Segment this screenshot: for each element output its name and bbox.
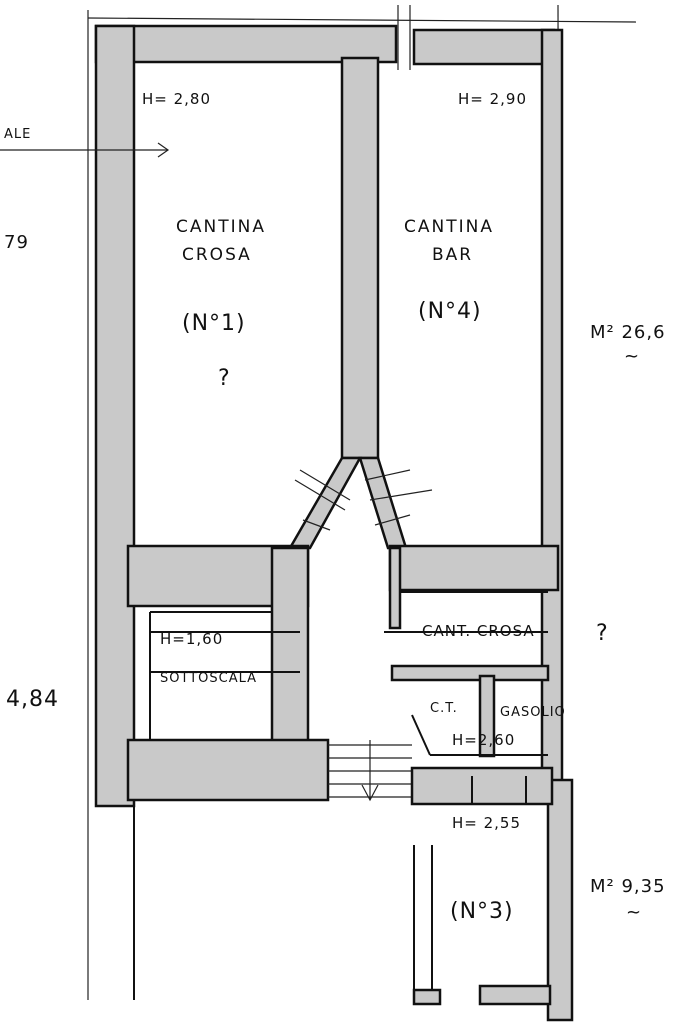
room4-name-line1: CANTINA [404, 217, 494, 237]
room3-wall-bottom [478, 984, 552, 1006]
wall-top-left [94, 24, 398, 64]
outer-guide-line-top [87, 17, 637, 23]
room3-area: M² 9,35 [590, 876, 666, 897]
wall-left-outer [94, 24, 136, 808]
reference-arrow-head [157, 142, 170, 158]
hatch-5 [369, 489, 433, 501]
room1-name-line1: CANTINA [176, 217, 266, 237]
wall-corridor-right [388, 546, 402, 630]
cant-crosa-label: CANT. CROSA [422, 622, 535, 640]
hatch-2 [299, 469, 351, 501]
hatch-6 [374, 514, 411, 526]
wall-right-lower [546, 778, 574, 1022]
stairs [328, 740, 412, 802]
room1-number: (N°1) [182, 311, 246, 336]
room4-height: H= 2,90 [458, 90, 527, 108]
left-dimension: 4,84 [6, 687, 59, 712]
wall-angled-left [287, 456, 363, 550]
room4-area-approx: ~ [624, 346, 640, 367]
room1-question: ? [218, 366, 231, 391]
room3-wall-foot [412, 988, 442, 1006]
ct-label: C.T. [430, 701, 458, 716]
hatch-3 [302, 519, 331, 531]
sottoscala-label: SOTTOSCALA [160, 671, 257, 686]
room3-number: (N°3) [450, 899, 514, 924]
room4-name-line2: BAR [432, 245, 473, 265]
wall-corridor-left [270, 546, 310, 750]
hatch-1 [294, 479, 346, 511]
ct-door-line [411, 714, 431, 756]
cant-crosa-question: ? [596, 621, 609, 646]
wall-bottom-left [126, 738, 330, 802]
hatch-4 [364, 469, 411, 481]
room1-height: H= 2,80 [142, 90, 211, 108]
ct-height: H=2,60 [452, 731, 515, 749]
left-partial-dimension: 79 [4, 232, 29, 253]
room1-name-line2: CROSA [182, 245, 252, 265]
gasolio-label: GASOLIO [500, 705, 566, 720]
room3-area-approx: ~ [626, 902, 642, 923]
wall-above-room3 [410, 766, 554, 806]
wall-top-right [412, 28, 556, 66]
room4-number: (N°4) [418, 299, 482, 324]
room3-height: H= 2,55 [452, 814, 521, 832]
room4-area: M² 26,6 [590, 322, 666, 343]
sottoscala-height: H=1,60 [160, 630, 223, 648]
wall-under-room4 [388, 544, 560, 592]
wall-angled-right [358, 456, 408, 550]
arrow-label: ALE [4, 127, 31, 142]
wall-central-divider [340, 56, 380, 460]
wall-above-ct [390, 664, 550, 682]
wall-right-outer [540, 28, 564, 802]
